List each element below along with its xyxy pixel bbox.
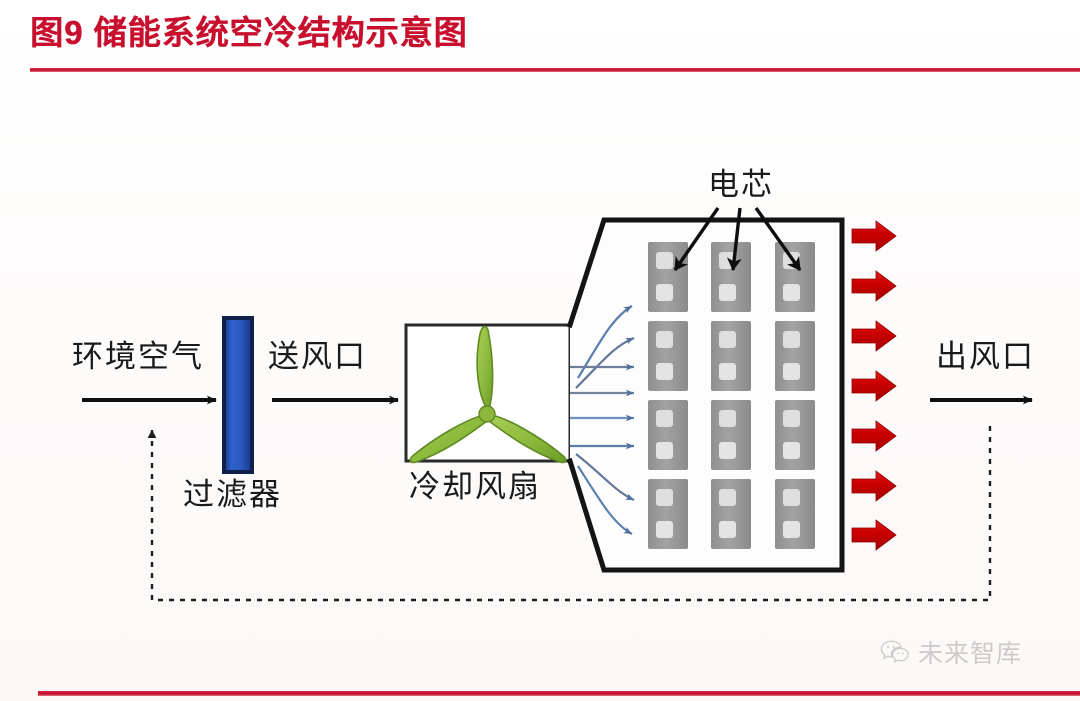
label-battery-cells: 电芯 [708,167,774,202]
schematic-svg [82,207,1033,602]
battery-cell [711,400,751,470]
recirculation-return-path [147,420,992,602]
outlet-arrow [851,519,897,551]
wechat-icon [880,640,909,664]
outlet-arrow [851,320,897,352]
bottom-rule [38,691,1080,696]
internal-airflow-arrows [570,305,635,535]
battery-cell [648,321,688,391]
battery-enclosure [566,217,845,573]
label-filter: 过滤器 [183,477,282,512]
page-title: 图9 储能系统空冷结构示意图 [30,14,468,51]
battery-cell [711,479,751,549]
battery-cell [775,479,815,549]
outlet-arrow [851,220,897,252]
battery-cells-callouts [673,207,802,271]
battery-cell [775,400,815,470]
battery-cell [648,242,688,312]
battery-cell [775,321,815,391]
filter-element [222,316,254,474]
watermark: 未来智库 [880,634,1022,670]
outlet-arrow [851,470,897,502]
diagram-canvas [0,78,1080,678]
label-cooling-fan: 冷却风扇 [409,469,541,504]
cooling-fan-unit [404,323,572,464]
title-underline [30,68,1080,72]
fan-blades [409,325,567,464]
label-ambient-air: 环境空气 [72,339,204,374]
figure-title-bar: 图9 储能系统空冷结构示意图 [30,10,1080,72]
outlet-arrow [851,270,897,302]
outlet-red-arrows [851,220,897,551]
outlet-arrow [851,420,897,452]
outlet-arrow [851,370,897,402]
label-air-supply: 送风口 [268,339,367,374]
battery-cell [648,400,688,470]
battery-cell [648,479,688,549]
battery-cell [775,242,815,312]
battery-cell [711,321,751,391]
watermark-text: 未来智库 [918,640,1023,668]
battery-cell [711,242,751,312]
label-air-outlet: 出风口 [936,339,1035,374]
